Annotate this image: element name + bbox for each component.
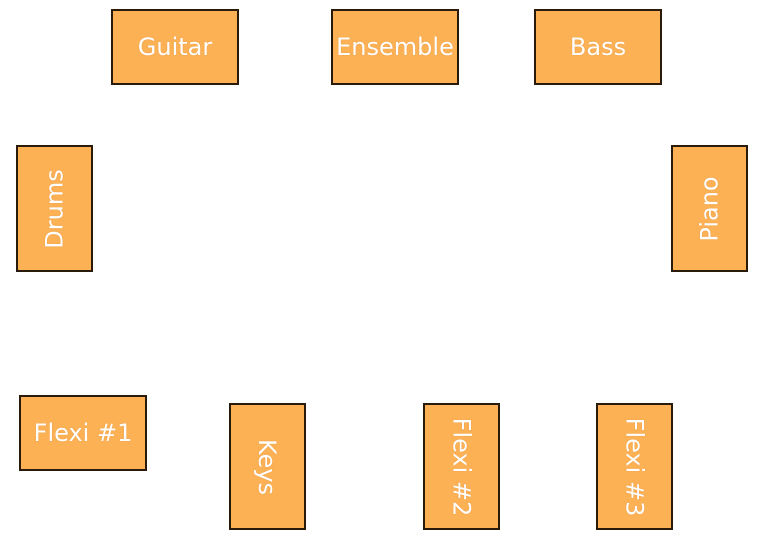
station-piano-label: Piano <box>695 175 724 242</box>
station-flexi-2: Flexi #2 <box>423 403 500 530</box>
station-bass-label: Bass <box>569 33 627 61</box>
station-keys-label: Keys <box>253 438 282 495</box>
station-keys: Keys <box>229 403 306 530</box>
station-drums: Drums <box>16 145 93 272</box>
station-ensemble: Ensemble <box>331 9 459 85</box>
station-bass: Bass <box>534 9 662 85</box>
station-flexi-3-label: Flexi #3 <box>620 417 649 516</box>
station-ensemble-label: Ensemble <box>336 33 454 61</box>
station-piano: Piano <box>671 145 748 272</box>
station-flexi-2-label: Flexi #2 <box>447 417 476 516</box>
station-flexi-3: Flexi #3 <box>596 403 673 530</box>
station-guitar-label: Guitar <box>137 33 213 61</box>
station-flexi-1-label: Flexi #1 <box>33 419 133 447</box>
station-guitar: Guitar <box>111 9 239 85</box>
station-flexi-1: Flexi #1 <box>19 395 147 471</box>
station-drums-label: Drums <box>40 168 69 249</box>
